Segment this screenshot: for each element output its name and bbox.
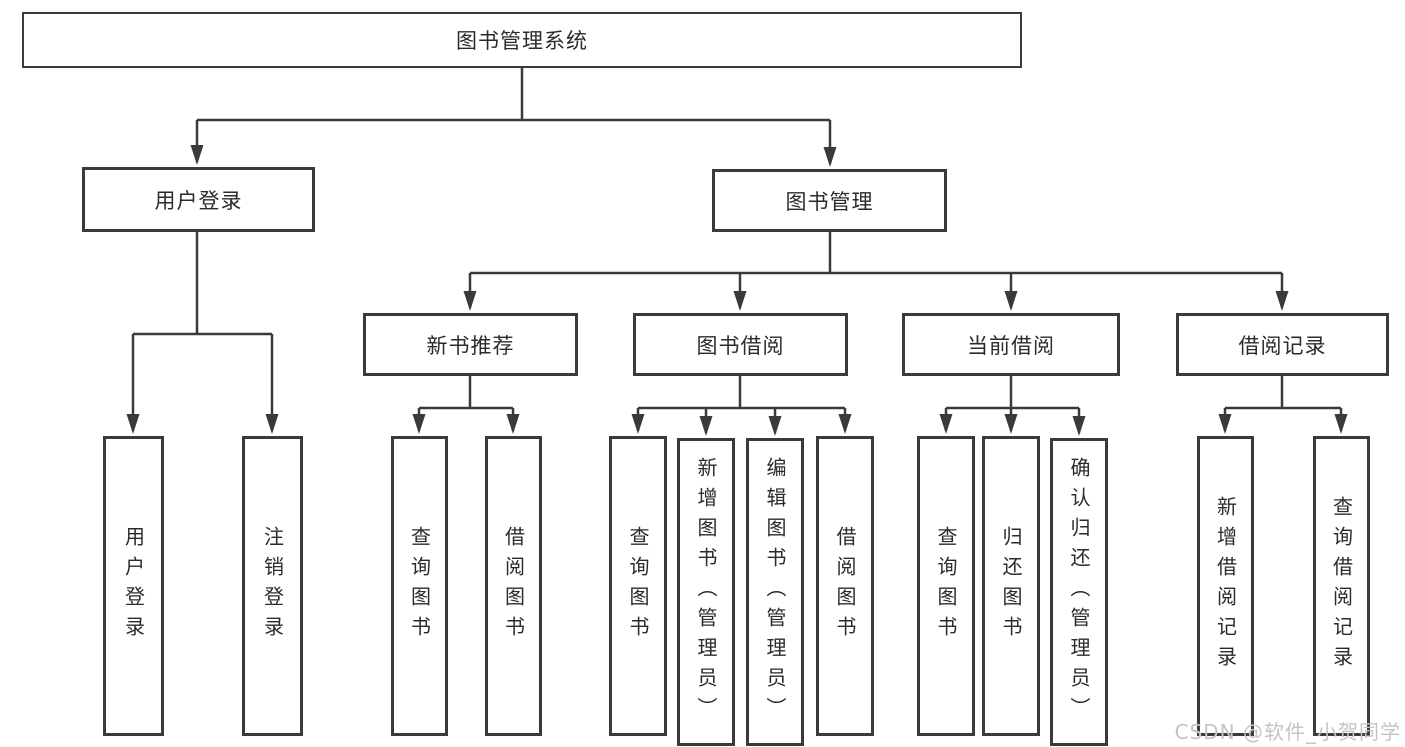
node-leaf-borrow-books-1: 借阅图书 (485, 436, 542, 736)
node-label: 查询图书 (407, 526, 432, 646)
node-leaf-add-books-admin: 新增图书（管理员） (677, 438, 735, 746)
node-label: 新增图书（管理员） (694, 457, 718, 727)
node-label: 借阅记录 (1238, 333, 1327, 358)
node-label: 当前借阅 (967, 333, 1055, 358)
csdn-watermark: CSDN @软件_小贺同学 (1174, 720, 1401, 744)
node-label: 借阅图书 (501, 526, 526, 646)
node-leaf-add-borrow-record: 新增借阅记录 (1197, 436, 1254, 736)
node-label: 图书借阅 (696, 333, 785, 358)
node-current-borrowing: 当前借阅 (902, 313, 1120, 376)
node-book-management: 图书管理 (712, 169, 947, 232)
node-leaf-return-books: 归还图书 (982, 436, 1040, 736)
node-leaf-confirm-return-admin: 确认归还（管理员） (1050, 438, 1108, 746)
node-leaf-query-books-3: 查询图书 (917, 436, 975, 736)
node-leaf-edit-books-admin: 编辑图书（管理员） (746, 438, 804, 746)
node-borrowing-records: 借阅记录 (1176, 313, 1389, 376)
node-label: 图书管理 (785, 189, 874, 214)
node-label: 新书推荐 (426, 333, 515, 358)
node-label: 查询借阅记录 (1329, 496, 1354, 676)
node-leaf-query-borrow-record: 查询借阅记录 (1313, 436, 1370, 736)
node-library-management-system: 图书管理系统 (22, 12, 1022, 68)
node-label: 图书管理系统 (456, 29, 588, 53)
node-label: 新增借阅记录 (1213, 496, 1238, 676)
node-label: 编辑图书（管理员） (763, 457, 787, 727)
node-leaf-logout: 注销登录 (242, 436, 303, 736)
node-leaf-user-login: 用户登录 (103, 436, 164, 736)
node-label: 查询图书 (626, 526, 650, 646)
node-label: 查询图书 (934, 526, 958, 646)
node-book-borrowing: 图书借阅 (633, 313, 848, 376)
node-label: 归还图书 (999, 526, 1023, 646)
node-user-login: 用户登录 (82, 167, 315, 232)
node-label: 用户登录 (121, 526, 146, 646)
node-leaf-query-books-1: 查询图书 (391, 436, 448, 736)
node-label: 用户登录 (154, 188, 243, 213)
node-label: 注销登录 (260, 526, 285, 646)
node-label: 确认归还（管理员） (1067, 457, 1091, 727)
node-leaf-query-books-2: 查询图书 (609, 436, 667, 736)
node-new-book-recommendation: 新书推荐 (363, 313, 578, 376)
node-label: 借阅图书 (833, 526, 857, 646)
node-leaf-borrow-books-2: 借阅图书 (816, 436, 874, 736)
